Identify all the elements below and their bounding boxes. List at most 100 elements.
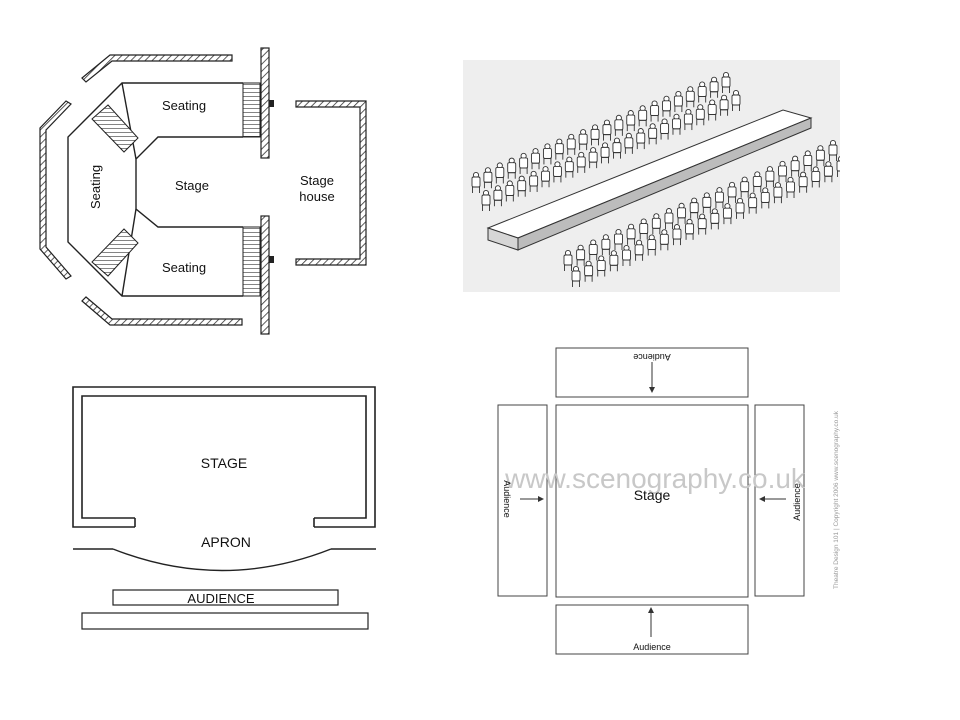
audience-seat: [709, 76, 719, 98]
audience-seat: [541, 166, 550, 188]
audience-seat: [672, 224, 682, 246]
audience-left-label: Audience: [502, 480, 512, 518]
audience-seat: [685, 86, 695, 108]
audience-seat: [773, 182, 783, 204]
audience-seat: [659, 229, 669, 251]
proscenium-wall: [260, 47, 274, 335]
audience-bottom: [555, 604, 749, 655]
thrust-stage-diagram: Seating Seating Seating Stage Stage hous…: [39, 47, 367, 335]
audience-seat: [672, 113, 681, 135]
audience-seat: [602, 119, 612, 141]
seating-outline: [67, 82, 243, 297]
audience-seat: [748, 192, 758, 214]
audience-seat: [564, 156, 574, 178]
audience-seat: [786, 176, 795, 198]
audience-seat: [483, 167, 493, 189]
seating-top-label: Seating: [162, 98, 206, 113]
runway-stage: [486, 109, 813, 251]
audience-row-back: [471, 71, 741, 211]
audience-seat: [576, 244, 586, 266]
stairs-right-upper: [242, 82, 261, 138]
audience-seat: [828, 139, 838, 161]
audience-seat: [493, 185, 503, 207]
outer-wall: [39, 54, 243, 326]
audience-seat: [697, 81, 707, 103]
audience-seat: [660, 118, 670, 140]
audience-arrows: [520, 362, 786, 637]
seating-left-label: Seating: [88, 165, 103, 209]
audience-seat: [578, 129, 588, 151]
stage-house-label-1: Stage: [300, 173, 334, 188]
audience-seat: [590, 124, 600, 146]
audience-seat: [707, 99, 717, 121]
audience-seat: [566, 133, 576, 155]
audience-seat: [596, 255, 606, 277]
audience-seat: [823, 161, 833, 183]
audience-seat: [677, 202, 687, 224]
audience-seat: [634, 239, 644, 261]
audience-seat: [752, 171, 762, 193]
audience-right-label: Audience: [792, 483, 802, 521]
stage-house-label-2: house: [299, 189, 334, 204]
audience-seat: [714, 187, 724, 209]
stage-house-wall: [295, 100, 367, 266]
audience-seat: [778, 160, 787, 182]
audience-seat: [542, 143, 552, 165]
audience-seat: [811, 166, 821, 188]
audience-seat: [614, 228, 623, 251]
stage-label: STAGE: [201, 455, 247, 471]
stage-area: [555, 404, 749, 598]
audience-seat: [529, 170, 539, 192]
audience-seat: [576, 151, 586, 173]
audience-seat: [664, 208, 674, 230]
stairs-upper: [91, 104, 139, 153]
audience-seat: [710, 208, 720, 230]
audience-seat: [609, 250, 619, 272]
audience-seat: [760, 187, 770, 209]
audience-seat: [554, 138, 564, 160]
audience-label: AUDIENCE: [187, 591, 255, 606]
audience-seat: [588, 239, 598, 261]
audience-seat: [731, 89, 741, 111]
audience-seat: [803, 150, 813, 172]
audience-bottom-label: Audience: [633, 642, 671, 652]
audience-seat: [571, 265, 581, 287]
stage-label: Stage: [175, 178, 209, 193]
audience-seat: [695, 104, 705, 126]
audience-seat: [601, 234, 611, 256]
audience-seat: [689, 197, 699, 219]
audience-seat: [638, 105, 648, 127]
audience-seat: [721, 71, 731, 93]
stage-label: Stage: [634, 487, 671, 503]
audience-seat: [798, 171, 808, 193]
apron-label: APRON: [201, 534, 251, 550]
audience-row-1: [112, 589, 339, 606]
audience-seat: [765, 166, 775, 188]
audience-seat: [685, 218, 695, 240]
audience-seat: [662, 95, 671, 117]
audience-seat: [471, 171, 481, 193]
audience-seat: [648, 123, 658, 145]
audience-seat: [563, 249, 573, 271]
audience-seat: [740, 176, 750, 198]
audience-seat: [727, 181, 737, 203]
arena-stage-diagram: www.scenography.co.uk Audience Audience …: [497, 347, 840, 655]
watermark: www.scenography.co.uk: [504, 463, 806, 494]
audience-seat: [517, 175, 527, 197]
audience-seat: [626, 223, 636, 245]
audience-row-front: [563, 139, 840, 287]
audience-seat: [481, 189, 491, 211]
audience-seat: [722, 203, 732, 225]
audience-seat: [836, 156, 840, 177]
audience-seat: [673, 90, 683, 113]
audience-seat: [614, 114, 624, 136]
audience-seat: [600, 142, 610, 164]
audience-seat: [702, 192, 712, 214]
audience-seat: [507, 157, 517, 179]
audience-seat: [584, 260, 594, 282]
stairs-lower: [91, 228, 139, 277]
audience-row-2: [81, 612, 369, 630]
audience-seat: [519, 152, 529, 174]
seating-bottom-label: Seating: [162, 260, 206, 275]
audience-seat: [531, 148, 540, 170]
